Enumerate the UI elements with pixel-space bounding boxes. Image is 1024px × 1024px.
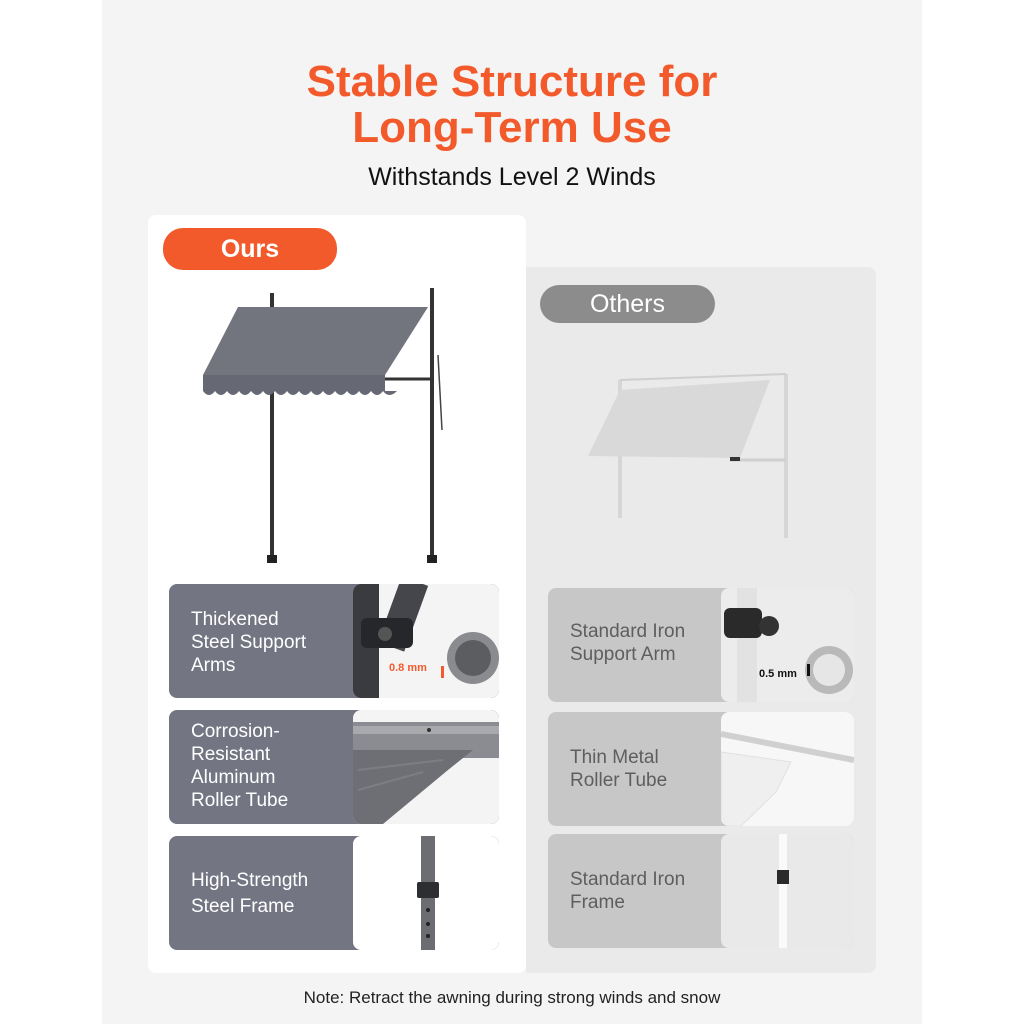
ours-awning-image [203,288,443,563]
ours-feature-2-text: Corrosion- Resistant Aluminum Roller Tub… [191,721,289,811]
ours-roller-tube-image [353,710,499,824]
others-feature-3-text: Standard Iron Frame [570,869,686,913]
ours-feature-3-text: High-Strength Steel Frame [191,870,309,917]
others-support-arm-image: 0.5 mm [721,588,854,702]
others-awning-image [588,373,788,538]
others-feature-1-text: Standard Iron Support Arm [570,621,686,665]
ours-feature-support-arms: Thickened Steel Support Arms 0.8 mm [169,584,499,698]
others-feature-2-text: Thin Metal Roller Tube [570,747,668,791]
title-line-2: Long-Term Use [352,103,672,152]
subtitle: Withstands Level 2 Winds [368,163,656,191]
others-feature-roller-tube: Thin Metal Roller Tube [548,712,854,826]
ours-feature-1-text: Thickened Steel Support Arms [191,609,307,676]
ours-support-arm-image: 0.8 mm [353,584,499,698]
ours-frame-image [353,836,499,950]
others-roller-tube-image [721,712,854,826]
others-frame-image [721,834,854,948]
ours-feature-roller-tube: Corrosion- Resistant Aluminum Roller Tub… [169,710,499,824]
ours-dimension-label: 0.8 mm [389,662,427,674]
others-dimension-label: 0.5 mm [759,668,797,680]
others-label: Others [540,285,715,323]
ours-label: Ours [163,228,337,270]
footnote: Note: Retract the awning during strong w… [303,988,721,1007]
others-feature-support-arm: Standard Iron Support Arm 0.5 mm [548,588,854,702]
ours-feature-frame: High-Strength Steel Frame [169,836,499,950]
others-feature-frame: Standard Iron Frame [548,834,854,948]
title-line-1: Stable Structure for [306,57,718,106]
